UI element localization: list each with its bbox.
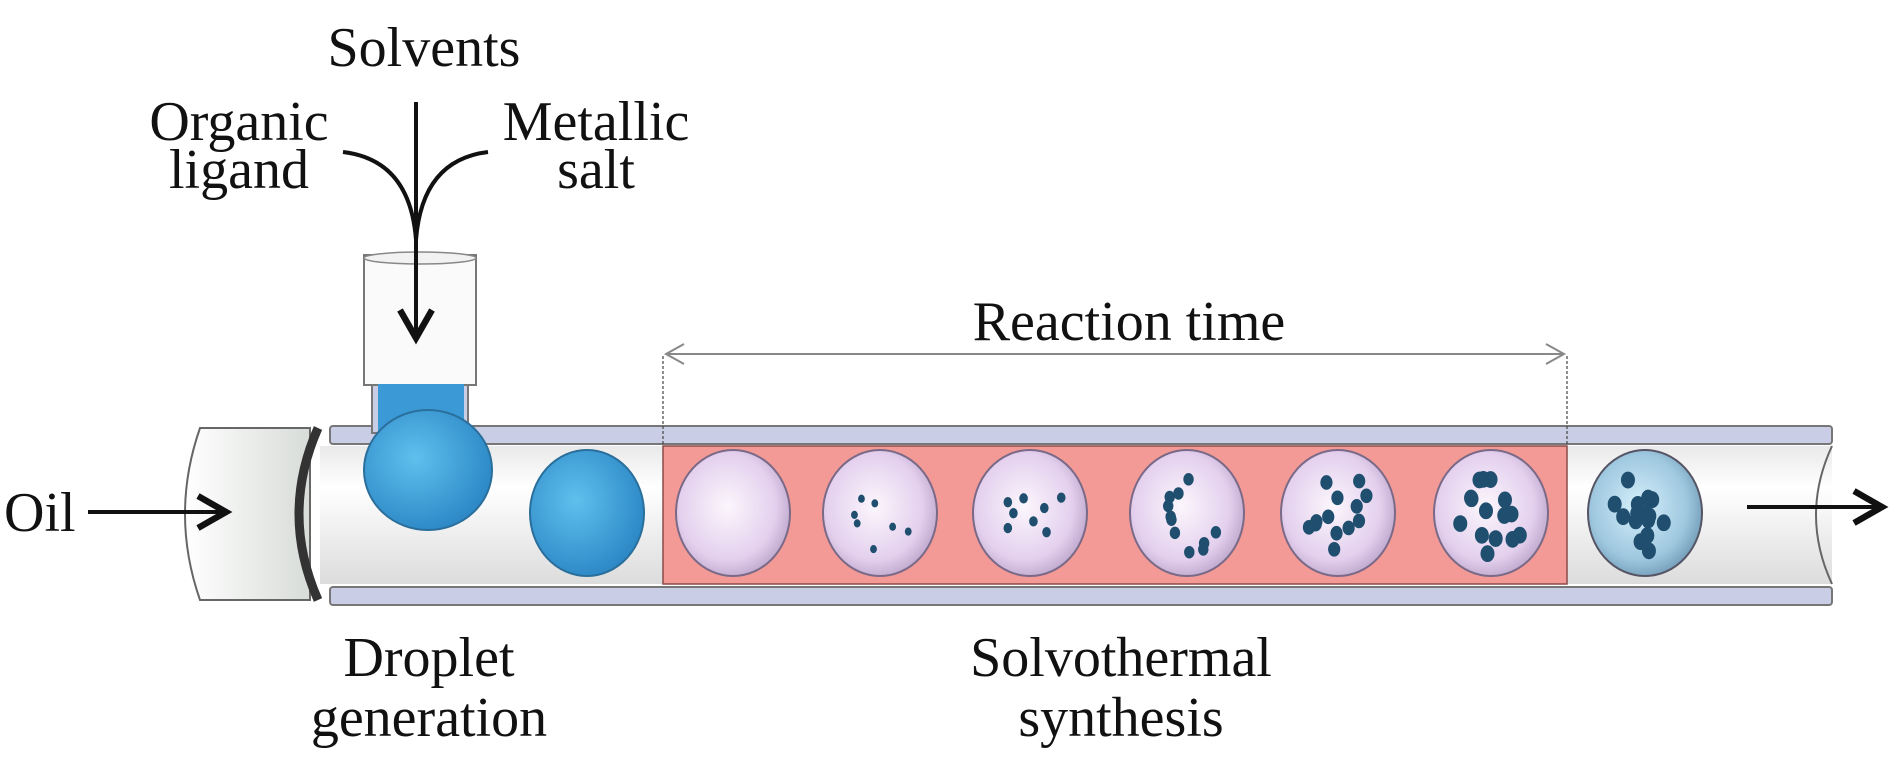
crystal-particle bbox=[1330, 525, 1343, 541]
product-particles bbox=[1607, 471, 1671, 560]
crystal-particle bbox=[1479, 502, 1493, 520]
reaction-zone bbox=[662, 445, 1568, 585]
crystal-particle bbox=[858, 494, 865, 503]
crystal-particle bbox=[1042, 527, 1051, 538]
droplet-generation-label-line1: Droplet bbox=[343, 627, 515, 689]
reaction-droplet bbox=[1129, 449, 1245, 577]
droplet-generation-label-line2: generation bbox=[311, 687, 547, 749]
crystal-particle bbox=[1350, 499, 1363, 514]
crystal-particle bbox=[1320, 475, 1333, 490]
crystal-particle bbox=[1656, 514, 1671, 532]
crystal-particle bbox=[1331, 490, 1344, 506]
crystal-particle bbox=[870, 545, 877, 554]
oil-label: Oil bbox=[4, 482, 76, 544]
inlet-tube bbox=[363, 251, 493, 531]
solvothermal-synthesis-label-line2: synthesis bbox=[1018, 687, 1223, 749]
reaction-time-label: Reaction time bbox=[973, 291, 1286, 353]
forming-droplet bbox=[363, 409, 493, 531]
crystal-particle bbox=[1184, 545, 1195, 559]
reaction-droplets bbox=[675, 449, 1549, 577]
reaction-droplet bbox=[675, 449, 791, 577]
solvothermal-synthesis-label-line1: Solvothermal bbox=[970, 627, 1272, 689]
crystal-particle bbox=[1183, 473, 1194, 486]
crystal-particle bbox=[1480, 545, 1495, 563]
metallic-salt-label-line1: Metallic bbox=[503, 91, 690, 153]
crystal-particle bbox=[1628, 512, 1643, 530]
crystal-particle bbox=[1328, 541, 1341, 557]
metallic-salt-label-line2: salt bbox=[557, 139, 635, 201]
tube-wall-bottom bbox=[329, 586, 1833, 606]
crystal-particle bbox=[1497, 491, 1512, 509]
crystal-particle bbox=[1310, 514, 1323, 529]
crystal-particle bbox=[1630, 495, 1645, 513]
crystal-particle bbox=[1488, 530, 1503, 547]
crystal-particle bbox=[1003, 522, 1013, 534]
tube-wall-top bbox=[329, 425, 1833, 445]
reaction-droplet bbox=[822, 449, 938, 577]
crystal-particle bbox=[1322, 509, 1335, 525]
droplet-blue bbox=[529, 449, 645, 577]
organic-ligand-label-line2: ligand bbox=[169, 139, 309, 201]
reaction-droplet bbox=[972, 449, 1088, 577]
crystal-particle bbox=[904, 527, 912, 536]
crystal-particle bbox=[1173, 487, 1184, 500]
crystal-particle bbox=[1360, 488, 1373, 504]
reaction-time-indicator: Reaction time bbox=[662, 291, 1568, 446]
crystal-particle bbox=[1009, 508, 1018, 519]
crystal-particle bbox=[1616, 508, 1631, 526]
crystal-particle bbox=[1607, 495, 1622, 513]
crystal-particle bbox=[1210, 526, 1222, 539]
crystal-particle bbox=[1497, 507, 1512, 524]
crystal-particle bbox=[1505, 530, 1520, 548]
crystal-particle bbox=[1164, 490, 1175, 504]
crystal-particle bbox=[1476, 470, 1491, 488]
crystal-particle bbox=[1641, 489, 1656, 507]
crystal-particle bbox=[851, 510, 858, 519]
crystal-particle bbox=[1453, 515, 1468, 532]
crystal-particle bbox=[1352, 513, 1366, 529]
solvents-label: Solvents bbox=[328, 17, 521, 79]
crystal-particle bbox=[1464, 489, 1479, 507]
crystal-particle bbox=[1620, 471, 1635, 489]
tube-inlet-cap bbox=[184, 426, 323, 602]
crystal-particle bbox=[1198, 536, 1210, 550]
crystal-particle bbox=[1169, 526, 1181, 540]
crystal-particle bbox=[871, 499, 879, 508]
crystal-particle bbox=[1640, 527, 1655, 544]
crystal-particle bbox=[1019, 493, 1028, 504]
crystal-particle bbox=[1056, 492, 1066, 503]
crystal-particle bbox=[1474, 526, 1489, 544]
crystal-particle bbox=[1353, 473, 1366, 489]
solvent-arrows bbox=[342, 102, 489, 345]
crystal-particle bbox=[1342, 520, 1355, 536]
crystal-particle bbox=[1029, 516, 1038, 527]
crystal-particle bbox=[853, 519, 861, 528]
crystal-particle bbox=[1040, 502, 1049, 514]
organic-ligand-label-line1: Organic bbox=[149, 91, 328, 153]
crystal-particle bbox=[1003, 497, 1013, 508]
crystal-particle bbox=[1165, 510, 1176, 523]
reaction-droplet bbox=[1280, 449, 1396, 577]
crystal-particle bbox=[889, 522, 897, 531]
